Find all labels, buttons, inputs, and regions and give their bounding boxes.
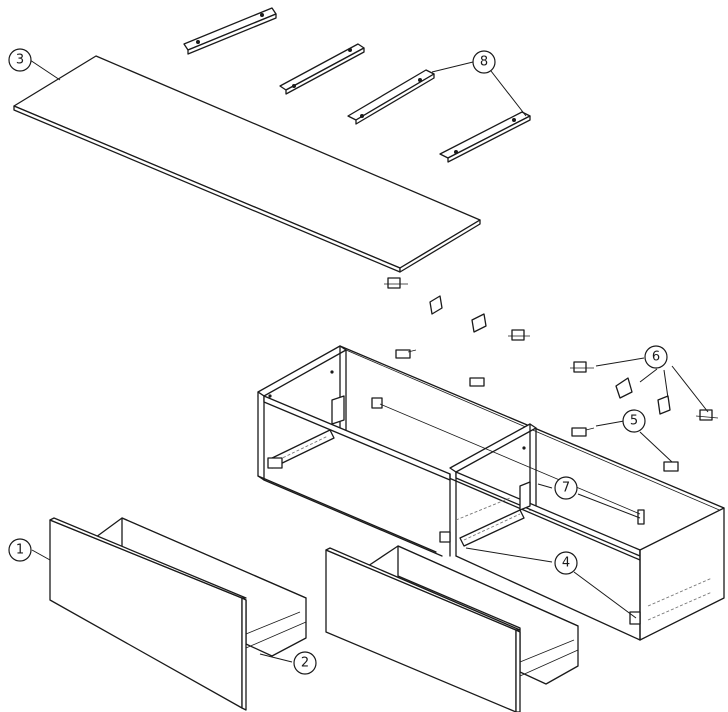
- callout-4: 4: [554, 551, 578, 575]
- drawer-slide-right: [439, 497, 525, 547]
- fitting-11: [571, 427, 595, 437]
- cabinet-carcass: [257, 345, 725, 641]
- callout-2-label: 2: [301, 656, 309, 671]
- fitting-5: [395, 349, 417, 359]
- drawer-slide-left: [267, 429, 335, 469]
- drawer-left: [49, 517, 307, 711]
- callout-6: 6: [644, 345, 668, 369]
- callout-8-label: 8: [480, 55, 488, 70]
- fitting-7: [570, 361, 594, 373]
- callout-1: 1: [8, 538, 32, 562]
- side-dashed-slide: [629, 577, 713, 625]
- mounting-rail-3: [347, 69, 435, 125]
- callout-5: 5: [622, 409, 646, 433]
- fitting-6: [469, 377, 485, 387]
- callout-2: 2: [293, 651, 317, 675]
- fitting-8: [615, 377, 633, 399]
- fitting-2: [429, 295, 443, 315]
- callout-3: 3: [8, 48, 32, 72]
- callout-4-label: 4: [562, 556, 570, 571]
- callout-6-label: 6: [652, 350, 660, 365]
- mounting-rail-4: [439, 111, 531, 163]
- fitting-12: [663, 461, 679, 472]
- fitting-1: [384, 277, 408, 289]
- fitting-3: [471, 313, 487, 333]
- callout-8: 8: [472, 50, 496, 74]
- callout-5-label: 5: [630, 414, 638, 429]
- hardware-fitting-group: [384, 277, 719, 472]
- mounting-rail-1: [183, 7, 277, 55]
- callout-1-label: 1: [16, 543, 24, 558]
- callout-7: 7: [554, 476, 578, 500]
- callout-3-label: 3: [16, 53, 24, 68]
- fitting-4: [508, 329, 530, 341]
- mounting-rail-2: [279, 43, 365, 95]
- drawer-right: [325, 545, 579, 712]
- top-panel: [13, 55, 481, 273]
- callout-7-label: 7: [562, 481, 570, 496]
- fitting-9: [657, 395, 671, 415]
